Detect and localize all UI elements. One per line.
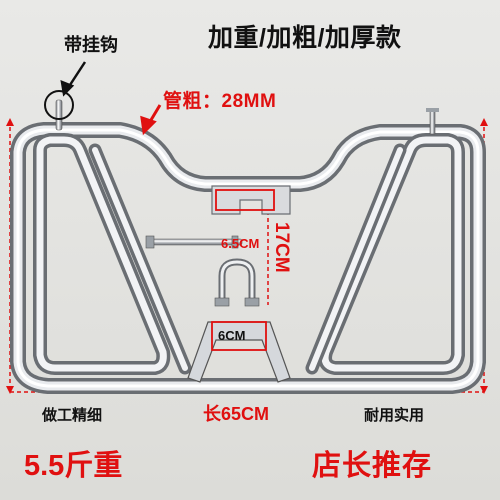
- hook-pointer-arrow-icon: [60, 61, 87, 97]
- durable-label: 耐用实用: [364, 407, 425, 424]
- bolt-top-right: [426, 108, 439, 135]
- clamp-width-label: 6CM: [218, 328, 246, 343]
- tube-pointer-arrow-icon: [140, 104, 162, 136]
- u-bolt: [214, 258, 260, 307]
- hook-post: [44, 90, 74, 131]
- weight-label: 5.5斤重: [24, 450, 123, 482]
- mounting-plate: [211, 185, 291, 215]
- product-title: 加重/加粗/加厚款: [208, 24, 402, 52]
- width-box: [215, 189, 275, 211]
- rack-frame: [10, 122, 486, 394]
- tube-diameter-label: 管粗：28MM: [163, 91, 277, 112]
- length-label: 长65CM: [203, 404, 270, 424]
- clamp-bracket: [187, 321, 291, 383]
- craft-label: 做工精细: [42, 407, 103, 424]
- recommend-label: 店长推存: [312, 450, 433, 482]
- plate-width-label: 6.5CM: [221, 236, 260, 251]
- hook-label: 带挂钩: [64, 35, 118, 55]
- height-label: 17CM: [271, 222, 292, 273]
- bolt-rod: [145, 235, 243, 249]
- dimension-arrow-icon: [6, 118, 488, 394]
